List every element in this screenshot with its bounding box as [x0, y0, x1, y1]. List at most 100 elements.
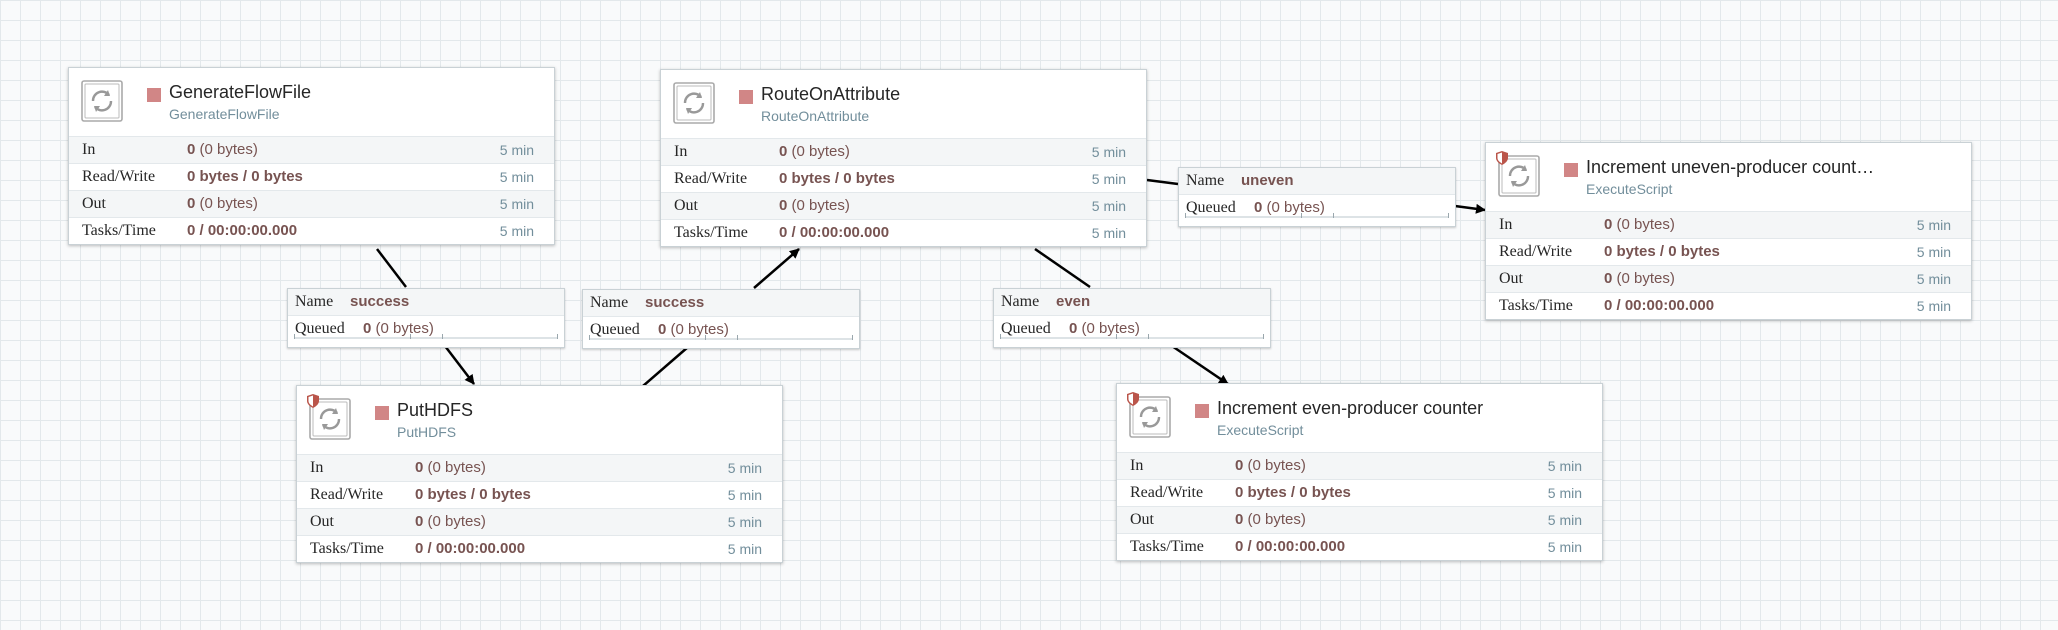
restricted-shield-icon — [1127, 392, 1139, 406]
connection-name-label: Name — [590, 294, 629, 311]
processor-icon — [1498, 155, 1540, 197]
queue-tick — [410, 334, 411, 339]
out-count: 0 — [779, 197, 788, 214]
stat-readwrite-value: 0 bytes / 0 bytes — [187, 168, 303, 185]
stat-readwrite-window: 5 min — [1916, 244, 1951, 260]
queue-tick — [557, 334, 558, 339]
queue-tick — [1000, 334, 1001, 339]
processor-increment-uneven[interactable]: Increment uneven-producer count…ExecuteS… — [1485, 142, 1972, 320]
in-size: (0 bytes) — [791, 143, 850, 160]
stat-readwrite-window: 5 min — [727, 487, 762, 503]
queued-size: (0 bytes) — [375, 320, 434, 337]
queue-tick — [294, 334, 295, 339]
connection-name-label: Name — [1001, 293, 1040, 310]
stat-out-value: 0 (0 bytes) — [187, 195, 258, 212]
processor-name: RouteOnAttribute — [761, 84, 901, 104]
processor-name: GenerateFlowFile — [169, 82, 312, 102]
out-count: 0 — [415, 513, 424, 530]
queue-progress-bar — [1000, 337, 1264, 339]
stat-in-window: 5 min — [727, 460, 762, 476]
stat-tasks-value: 0 / 00:00:00.000 — [1235, 538, 1345, 555]
processor-type: ExecuteScript — [1586, 181, 1673, 197]
stat-in-value: 0 (0 bytes) — [187, 141, 258, 158]
stat-readwrite-value: 0 bytes / 0 bytes — [1604, 243, 1720, 260]
stat-readwrite-label: Read/Write — [1130, 484, 1204, 501]
tasks-value: 0 / 00:00:00.000 — [779, 224, 890, 241]
stat-tasks-window: 5 min — [499, 223, 534, 239]
edge-success-to-route[interactable] — [753, 248, 800, 289]
stat-tasks-label: Tasks/Time — [82, 222, 156, 239]
stat-readwrite-label: Read/Write — [310, 486, 384, 503]
stat-in-value: 0 (0 bytes) — [779, 143, 850, 160]
processor-type: PutHDFS — [397, 424, 457, 440]
stat-out-label: Out — [1130, 511, 1154, 528]
stat-in-window: 5 min — [1916, 217, 1951, 233]
stat-tasks-value: 0 / 00:00:00.000 — [187, 222, 297, 239]
queue-tick — [1263, 334, 1264, 339]
queued-size: (0 bytes) — [1266, 199, 1325, 216]
queued-count: 0 — [658, 321, 667, 338]
stat-in-label: In — [1499, 216, 1513, 233]
edge-even-to-inc-even[interactable] — [1171, 344, 1229, 386]
connection-name-label: Name — [295, 293, 334, 310]
processor-icon — [673, 82, 715, 124]
stat-readwrite-window: 5 min — [1547, 485, 1582, 501]
stat-out-window: 5 min — [499, 196, 534, 212]
queued-size: (0 bytes) — [670, 321, 729, 338]
queue-tick — [1333, 213, 1334, 218]
queue-tick — [1185, 213, 1186, 218]
stat-tasks-label: Tasks/Time — [1499, 297, 1573, 314]
stat-tasks-label: Tasks/Time — [310, 540, 384, 557]
edge-gen-to-success[interactable] — [376, 248, 407, 288]
out-size: (0 bytes) — [1616, 270, 1675, 287]
processor-header[interactable]: Increment uneven-producer count…ExecuteS… — [1486, 143, 1971, 211]
stat-in-window: 5 min — [499, 142, 534, 158]
stat-tasks-window: 5 min — [727, 541, 762, 557]
stat-in-label: In — [674, 143, 688, 160]
stat-out-window: 5 min — [1916, 271, 1951, 287]
queued-count: 0 — [1254, 199, 1263, 216]
tasks-value: 0 / 00:00:00.000 — [415, 540, 526, 557]
processor-name: Increment even-producer counter — [1217, 398, 1484, 418]
edge-uneven-to-inc-uneven[interactable] — [1454, 203, 1486, 214]
in-count: 0 — [779, 143, 788, 160]
edge-route-to-even[interactable] — [1034, 247, 1091, 289]
stopped-state-icon — [1195, 404, 1209, 418]
edge-success-to-put[interactable] — [444, 345, 475, 385]
edge-put-to-success[interactable] — [642, 346, 689, 387]
out-count: 0 — [1604, 270, 1613, 287]
stopped-state-icon — [147, 88, 161, 102]
stat-in-window: 5 min — [1547, 458, 1582, 474]
restricted-shield-icon — [307, 394, 319, 408]
connection-name: uneven — [1241, 172, 1294, 189]
out-count: 0 — [1235, 511, 1244, 528]
queued-size: (0 bytes) — [1081, 320, 1140, 337]
edge-route-to-uneven[interactable] — [1146, 178, 1179, 186]
